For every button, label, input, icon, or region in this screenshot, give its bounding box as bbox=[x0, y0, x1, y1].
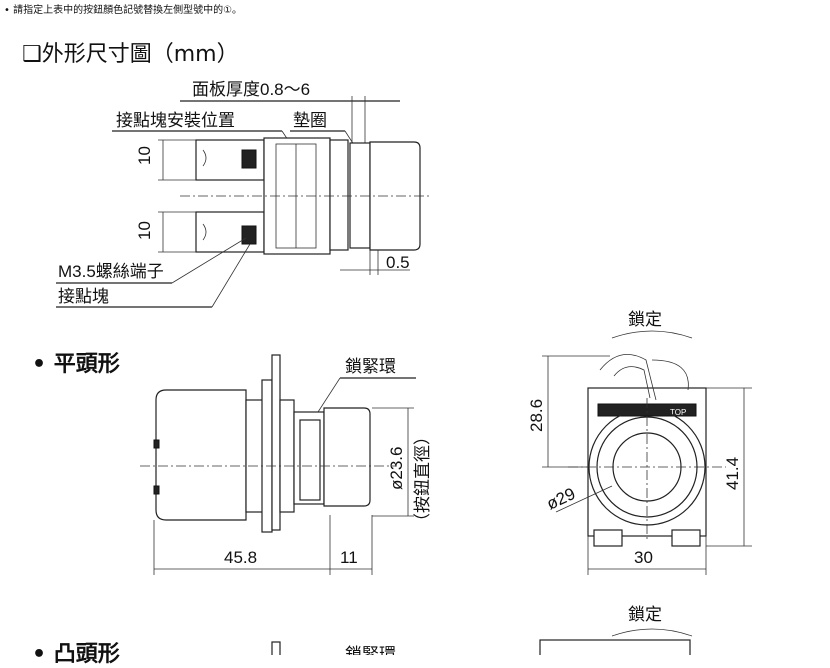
convex-lock-ring-label: 鎖緊環 bbox=[345, 645, 396, 655]
convex-head-diagram: 鎖定 鎖緊環 bbox=[271, 605, 693, 655]
dim-30: 30 bbox=[634, 548, 653, 567]
front-view-diagram: 鎖定 TOP 28.6 41.4 ø29 30 bbox=[527, 310, 752, 575]
top-mark: TOP bbox=[670, 408, 686, 417]
contact-block-label: 接點塊 bbox=[58, 287, 109, 306]
gasket-label: 墊圈 bbox=[293, 111, 327, 130]
top-view-diagram: 面板厚度0.8～6 接點塊安裝位置 墊圈 10 10 bbox=[56, 80, 430, 308]
dim-28-6: 28.6 bbox=[527, 399, 546, 432]
dim-29: ø29 bbox=[544, 484, 579, 514]
dim-10-lower: 10 bbox=[135, 221, 154, 240]
lock-ring-label: 鎖緊環 bbox=[345, 357, 396, 376]
instruction-note: • 請指定上表中的按鈕顏色記號替換左側型號中的①。 bbox=[4, 5, 243, 16]
flat-head-side-diagram: 鎖緊環 ø23.6 （按鈕直徑） 45.8 11 bbox=[140, 354, 432, 575]
lock-label: 鎖定 bbox=[628, 310, 662, 329]
dim-0-5: 0.5 bbox=[386, 253, 410, 272]
dim-11: 11 bbox=[340, 548, 358, 567]
dim-10-upper: 10 bbox=[135, 146, 154, 165]
button-diameter-note: （按鈕直徑） bbox=[413, 428, 432, 530]
dia-23-6: ø23.6 bbox=[387, 447, 406, 490]
dim-45-8: 45.8 bbox=[224, 548, 257, 567]
flat-head-title: • 平頭形 bbox=[32, 352, 120, 377]
contact-block-position-label: 接點塊安裝位置 bbox=[116, 111, 235, 130]
terminal-label: M3.5螺絲端子 bbox=[58, 262, 164, 281]
section-heading: ❑外形尺寸圖（mm） bbox=[22, 42, 239, 67]
panel-thickness-label: 面板厚度0.8～6 bbox=[192, 80, 310, 99]
dim-41-4: 41.4 bbox=[723, 457, 742, 490]
convex-lock-label: 鎖定 bbox=[628, 605, 662, 624]
